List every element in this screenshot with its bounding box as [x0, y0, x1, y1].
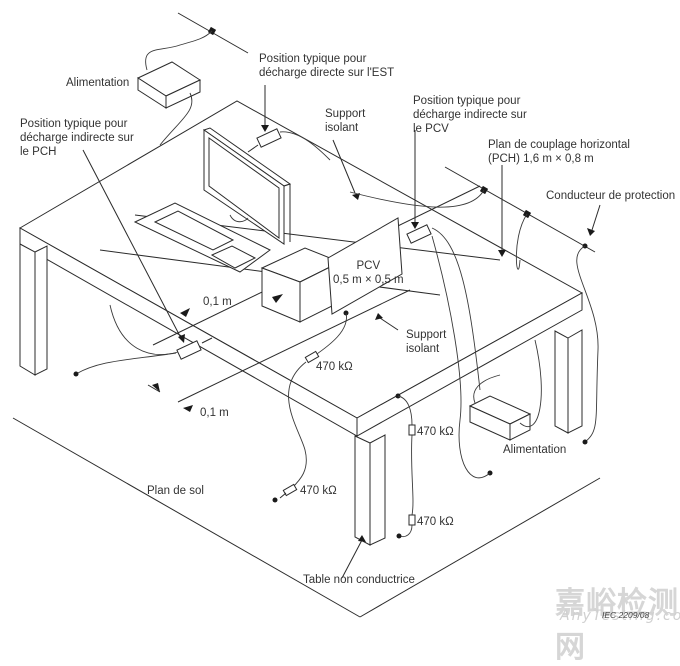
esd-test-setup-diagram: Alimentation Position typique pour décha…: [12, 12, 680, 665]
table: [18, 100, 584, 546]
watermark-latin: AnyTesting.com: [560, 608, 680, 624]
laptop-eut: [133, 127, 292, 273]
label-dimension-upper: 0,1 m: [203, 296, 232, 308]
label-indirect-discharge-pch: Position typique pour décharge indirecte…: [20, 118, 134, 158]
electrode-indirect-pch: [75, 304, 213, 375]
protective-conductor-line: [349, 166, 599, 445]
label-power-supply-bottom: Alimentation: [503, 444, 567, 456]
dimension-markers: [147, 294, 283, 412]
ground-plane: [12, 417, 601, 618]
label-protective-conductor: Conducteur de protection: [546, 190, 676, 202]
label-resistor-3: 470 kΩ: [300, 485, 337, 497]
label-insulating-support-bottom: Support isolant: [406, 329, 447, 355]
callout-arrows: [82, 85, 601, 579]
ground-reference-line-top: [177, 12, 249, 54]
diagram-drawing: [12, 12, 601, 618]
label-vertical-coupling-plane: PCV 0,5 m × 0,5 m: [333, 260, 404, 286]
label-non-conductive-table: Table non conductrice: [303, 574, 415, 586]
label-horizontal-coupling-plane: Plan de couplage horizontal (PCH) 1,6 m …: [488, 139, 630, 165]
label-ground-plane: Plan de sol: [147, 485, 204, 497]
label-resistor-2: 470 kΩ: [417, 426, 454, 438]
label-resistor-4: 470 kΩ: [417, 516, 454, 528]
power-supply-bottom: [468, 339, 542, 441]
power-supply-top: [136, 30, 213, 146]
label-resistor-1: 470 kΩ: [316, 361, 353, 373]
label-indirect-discharge-pcv: Position typique pour décharge indirecte…: [413, 95, 527, 135]
bleeder-resistors: [73, 235, 493, 539]
label-direct-discharge-position: Position typique pour décharge directe s…: [259, 53, 395, 79]
figure-reference: IEC 2209/08: [602, 610, 650, 620]
label-dimension-lower: 0,1 m: [200, 407, 229, 419]
electrode-direct: [247, 128, 331, 161]
electrode-indirect-pcv: [406, 224, 481, 391]
label-power-supply-top: Alimentation: [66, 77, 130, 89]
label-insulating-support-top: Support isolant: [325, 108, 366, 134]
vertical-coupling-plane: [327, 217, 403, 315]
